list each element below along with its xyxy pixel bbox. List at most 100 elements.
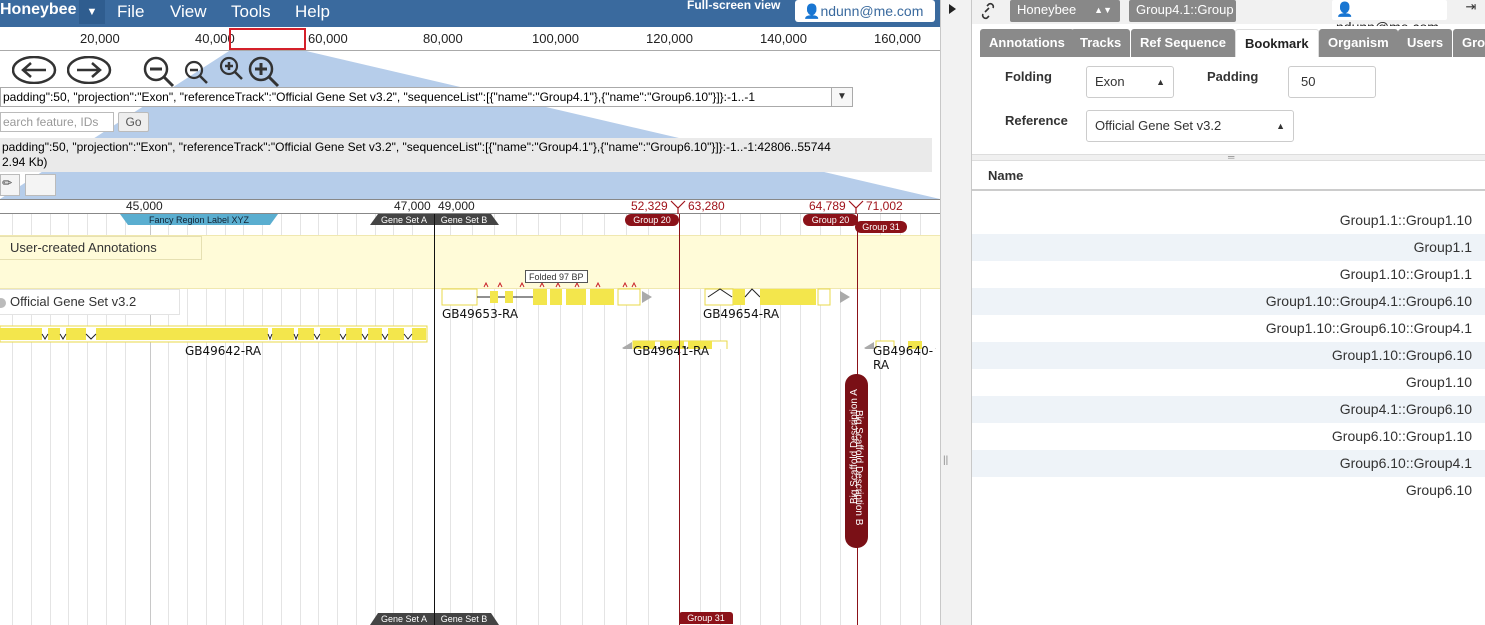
tab-groups[interactable]: Gro bbox=[1453, 29, 1485, 57]
ruler-label-fold: 71,002 bbox=[866, 199, 903, 213]
resize-grip-bar[interactable]: ═ bbox=[972, 152, 1485, 162]
menu-view[interactable]: View bbox=[170, 2, 207, 21]
zoom-out-large-icon[interactable] bbox=[142, 56, 176, 88]
tab-bookmark[interactable]: Bookmark bbox=[1235, 29, 1319, 57]
bookmark-table-header[interactable]: Name bbox=[972, 162, 1485, 191]
padding-input[interactable]: 50 bbox=[1288, 66, 1376, 98]
location-info-line: padding":50, "projection":"Exon", "refer… bbox=[2, 140, 831, 154]
gene-set-b-region[interactable] bbox=[435, 214, 499, 226]
bookmark-row[interactable]: Group6.10::Group1.10 bbox=[1331, 428, 1472, 444]
folding-select-value: Exon bbox=[1095, 74, 1125, 89]
genome-browser-panel: Honeybee ▼ File View Tools Help Full-scr… bbox=[0, 0, 940, 625]
user-annotations-track-label[interactable]: User-created Annotations bbox=[0, 236, 202, 260]
group-20-region[interactable]: Group 20 bbox=[803, 214, 858, 226]
big-scaffold-region[interactable]: Big Scaffold Description A Big Scaffold … bbox=[845, 374, 868, 548]
scaffold-label-b: Big Scaffold Description B bbox=[853, 410, 864, 526]
full-screen-link[interactable]: Full-screen view bbox=[687, 0, 781, 12]
official-gene-set-track-label[interactable]: Official Gene Set v3.2 bbox=[0, 289, 180, 315]
tab-organism[interactable]: Organism bbox=[1319, 29, 1398, 57]
bookmark-row[interactable]: Group1.1::Group1.10 bbox=[1339, 212, 1472, 228]
overview-ruler[interactable]: 20,000 40,000 60,000 80,000 100,000 120,… bbox=[0, 27, 940, 51]
padding-label: Padding bbox=[1207, 69, 1259, 84]
ruler-label-fold: 52,329 bbox=[631, 199, 668, 213]
location-dropdown-button[interactable]: ▼ bbox=[831, 87, 853, 107]
fold-marker-icon bbox=[670, 200, 686, 214]
gene-label[interactable]: GB49641-RA bbox=[633, 344, 710, 358]
bookmark-row[interactable]: Group1.10::Group4.1::Group6.10 bbox=[972, 288, 1485, 315]
gene-set-a-label: Gene Set A bbox=[380, 215, 428, 225]
menu-tools[interactable]: Tools bbox=[231, 2, 271, 21]
highlight-tool-button[interactable]: ✏ bbox=[0, 174, 20, 196]
link-icon[interactable] bbox=[980, 2, 998, 20]
user-menu[interactable]: 👤ndunn@me.com bbox=[1332, 0, 1447, 35]
location-info: padding":50, "projection":"Exon", "refer… bbox=[0, 138, 932, 172]
menu-file[interactable]: File bbox=[117, 2, 145, 21]
pan-right-icon[interactable] bbox=[67, 56, 113, 84]
sequence-select[interactable]: Group4.1::Group bbox=[1129, 0, 1236, 22]
bookmark-row[interactable]: Group1.10::Group6.10::Group4.1 bbox=[1265, 320, 1472, 336]
location-input[interactable]: padding":50, "projection":"Exon", "refer… bbox=[0, 87, 832, 107]
group-31-region[interactable]: Group 31 bbox=[679, 612, 733, 624]
gene-label[interactable]: GB49654-RA bbox=[703, 307, 780, 321]
detail-ruler[interactable]: 45,000 47,000 49,000 52,329 63,280 64,78… bbox=[0, 199, 940, 214]
toolbar-button[interactable] bbox=[25, 174, 56, 196]
panel-splitter[interactable]: || bbox=[940, 0, 972, 625]
splitter-grip-icon[interactable]: || bbox=[943, 455, 949, 466]
gene-GB49642-RA bbox=[0, 325, 428, 343]
organism-brand[interactable]: Honeybee bbox=[0, 1, 77, 18]
gene-set-b-label: Gene Set B bbox=[440, 614, 488, 624]
menu-help[interactable]: Help bbox=[295, 2, 330, 21]
reference-select-value: Official Gene Set v3.2 bbox=[1095, 118, 1222, 133]
organism-select[interactable]: Honeybee ▲▼ bbox=[1010, 0, 1120, 22]
go-button[interactable]: Go bbox=[118, 112, 149, 132]
ruler-label-fold: 63,280 bbox=[688, 199, 725, 213]
bookmark-row[interactable]: Group6.10::Group4.1 bbox=[972, 450, 1485, 477]
fancy-region-text: Fancy Region Label XYZ bbox=[148, 215, 250, 225]
gene-glyphs[interactable] bbox=[0, 269, 940, 349]
gene-label[interactable]: GB49640-RA bbox=[873, 344, 934, 372]
tab-tracks[interactable]: Tracks bbox=[1071, 29, 1131, 57]
ruler-label: 49,000 bbox=[438, 199, 475, 213]
overview-viewport-box[interactable] bbox=[229, 28, 306, 50]
zoom-out-small-icon[interactable] bbox=[184, 60, 210, 86]
bookmark-row[interactable]: Group1.1 bbox=[972, 234, 1485, 261]
overview-tick-label: 40,000 bbox=[195, 31, 235, 46]
fancy-region-label[interactable] bbox=[120, 214, 278, 226]
tab-ref-sequence[interactable]: Ref Sequence bbox=[1131, 29, 1235, 57]
updown-icon: ▲ bbox=[1156, 77, 1165, 87]
search-input[interactable]: earch feature, IDs bbox=[0, 112, 114, 132]
bookmark-row[interactable]: Group4.1::Group6.10 bbox=[972, 396, 1485, 423]
gene-set-a-region[interactable] bbox=[370, 613, 434, 625]
track-area[interactable]: User-created Annotations Fancy Region La… bbox=[0, 214, 940, 625]
track-toggle-icon[interactable] bbox=[0, 298, 6, 308]
official-gene-set-label-text: Official Gene Set v3.2 bbox=[10, 294, 137, 309]
bookmark-row[interactable]: Group1.10 bbox=[1405, 374, 1472, 390]
user-menu[interactable]: 👤ndunn@me.com bbox=[795, 0, 935, 22]
reference-select[interactable]: Official Gene Set v3.2 ▲ bbox=[1086, 110, 1294, 142]
gene-GB49641-RA bbox=[622, 340, 728, 349]
tab-annotations[interactable]: Annotations bbox=[980, 29, 1074, 57]
overview-tick-label: 100,000 bbox=[532, 31, 579, 46]
gene-set-a-region[interactable] bbox=[370, 214, 434, 226]
logout-icon[interactable]: ⇥ bbox=[1465, 0, 1477, 14]
pan-left-icon[interactable] bbox=[12, 56, 58, 84]
gene-label[interactable]: GB49653-RA bbox=[442, 307, 519, 321]
annotator-tabs: Annotations Tracks Ref Sequence Bookmark… bbox=[972, 26, 1485, 57]
zoom-in-large-icon[interactable] bbox=[246, 56, 280, 88]
gene-label[interactable]: GB49642-RA bbox=[185, 344, 262, 358]
organism-select-value: Honeybee bbox=[1017, 2, 1077, 17]
gene-set-b-region[interactable] bbox=[435, 613, 499, 625]
bookmark-row[interactable]: Group1.10::Group1.1 bbox=[1339, 266, 1472, 282]
gene-set-a-label: Gene Set A bbox=[380, 614, 428, 624]
user-icon: 👤 bbox=[803, 3, 821, 19]
group-20-region[interactable]: Group 20 bbox=[625, 214, 679, 226]
bookmark-row[interactable]: Group1.10::Group6.10 bbox=[972, 342, 1485, 369]
updown-icon: ▲▼ bbox=[1094, 5, 1112, 15]
folding-select[interactable]: Exon ▲ bbox=[1086, 66, 1174, 98]
collapse-arrow-icon[interactable] bbox=[945, 2, 959, 16]
chevron-down-icon[interactable]: ▼ bbox=[79, 0, 105, 24]
tab-users[interactable]: Users bbox=[1398, 29, 1453, 57]
bookmark-row[interactable]: Group6.10 bbox=[1405, 482, 1472, 498]
group-31-region[interactable]: Group 31 bbox=[855, 221, 907, 233]
zoom-in-small-icon[interactable] bbox=[218, 56, 244, 82]
